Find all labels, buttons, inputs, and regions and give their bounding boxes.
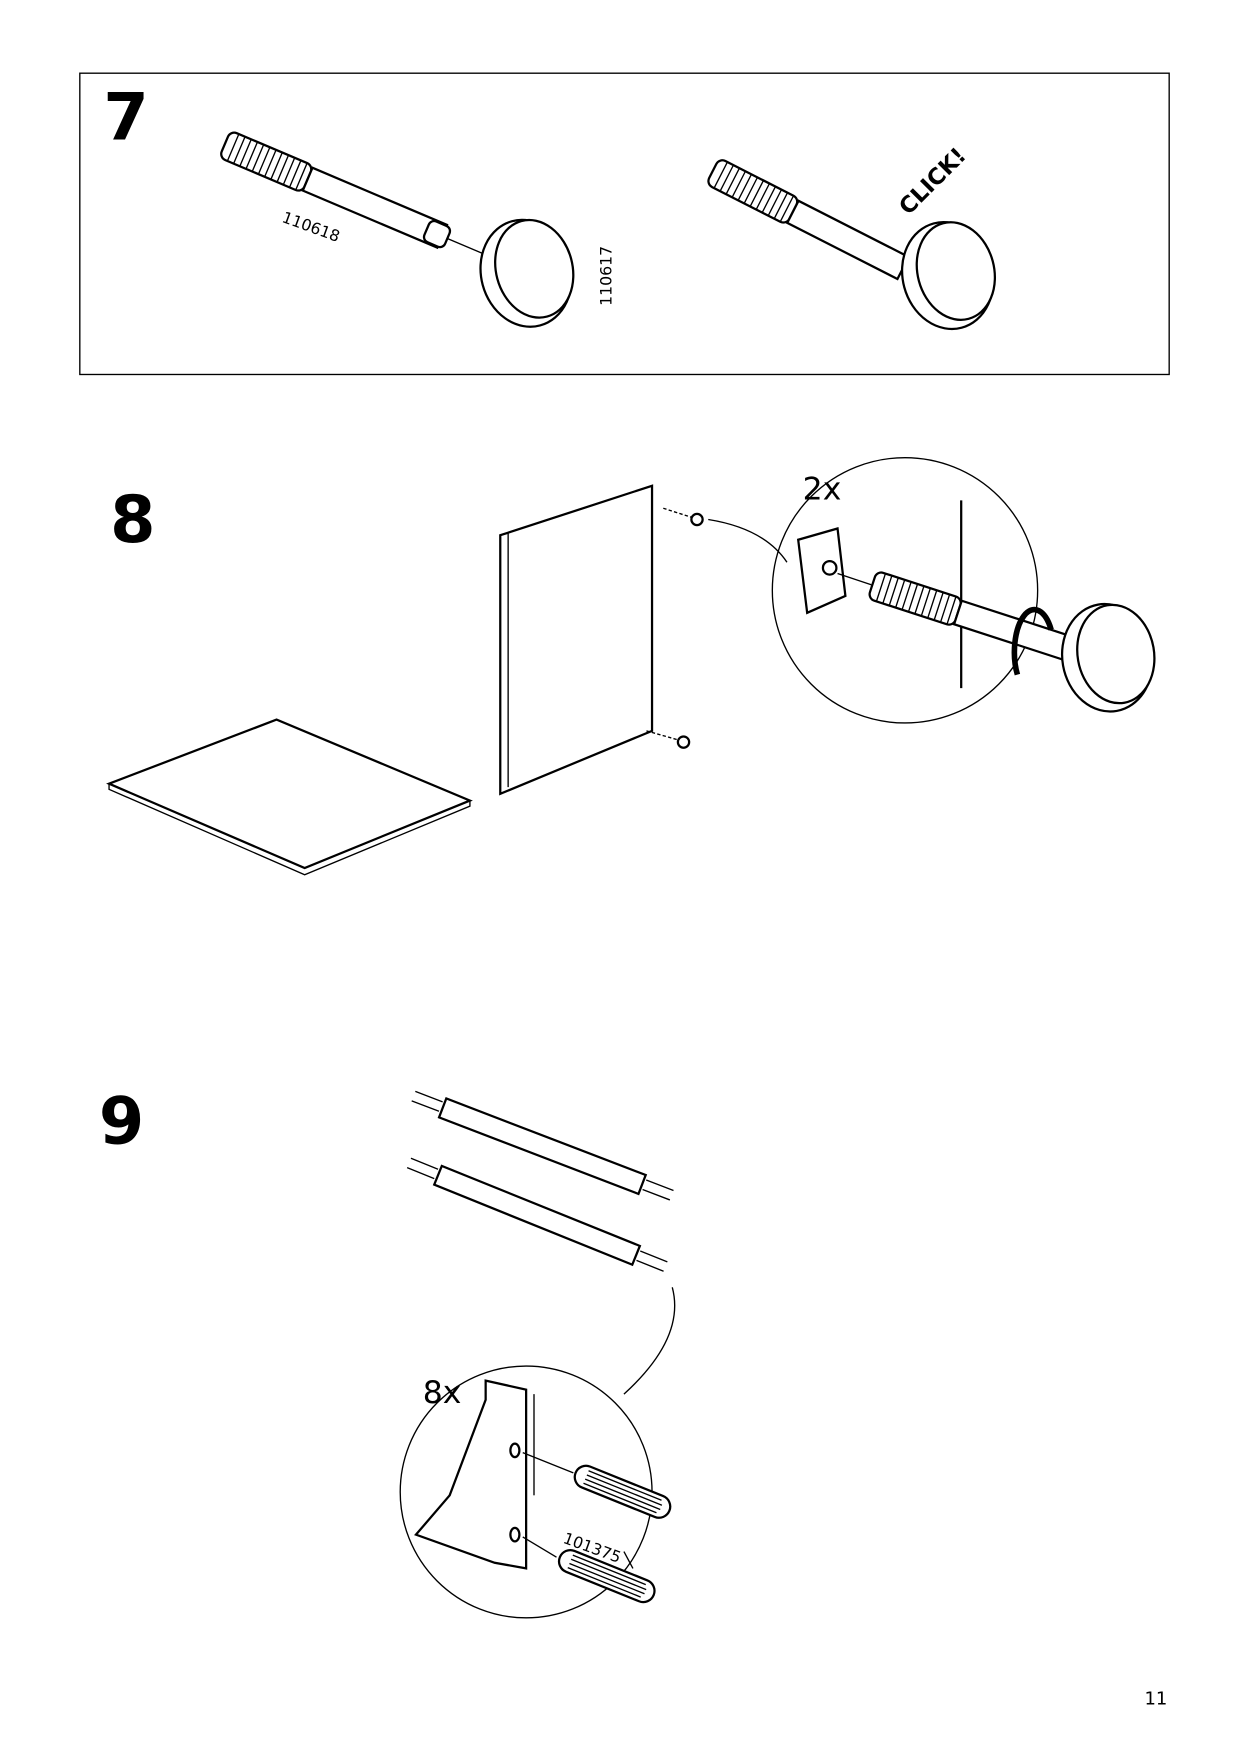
rail-end-block xyxy=(414,1379,528,1570)
step-9: 9 8x 101375 xyxy=(99,1083,676,1619)
step-7-frame xyxy=(79,72,1170,376)
knob xyxy=(1052,595,1165,720)
rotate-arrow-icon xyxy=(1011,606,1054,676)
bottom-panel xyxy=(106,718,473,870)
quantity-label: 8x xyxy=(423,1375,462,1411)
part-label-knob: 110617 xyxy=(597,246,616,306)
side-panel xyxy=(499,484,654,796)
step-8: 8 2x xyxy=(106,456,1165,876)
part-label-bolt: 110618 xyxy=(280,207,343,245)
step-number: 9 xyxy=(99,1083,144,1159)
tee-nut xyxy=(796,527,847,615)
rail-bottom xyxy=(406,1157,668,1272)
page-number: 11 xyxy=(1144,1688,1167,1709)
click-annotation: CLICK! xyxy=(894,143,971,220)
assembled-knob xyxy=(889,210,1009,341)
quantity-label: 2x xyxy=(803,471,842,507)
rail-top xyxy=(411,1090,674,1201)
step-number: 7 xyxy=(103,80,148,156)
step-number: 8 xyxy=(110,482,155,558)
screw-top xyxy=(663,507,704,527)
screw-bottom xyxy=(646,730,691,749)
assembled-bolt xyxy=(704,156,911,281)
bolt-110618 xyxy=(218,129,495,259)
detail-circle xyxy=(771,456,1039,724)
step-7: 7 110618 110617 CLICK! xyxy=(79,72,1170,376)
knob-110617 xyxy=(467,207,587,339)
dowel xyxy=(570,1461,675,1523)
